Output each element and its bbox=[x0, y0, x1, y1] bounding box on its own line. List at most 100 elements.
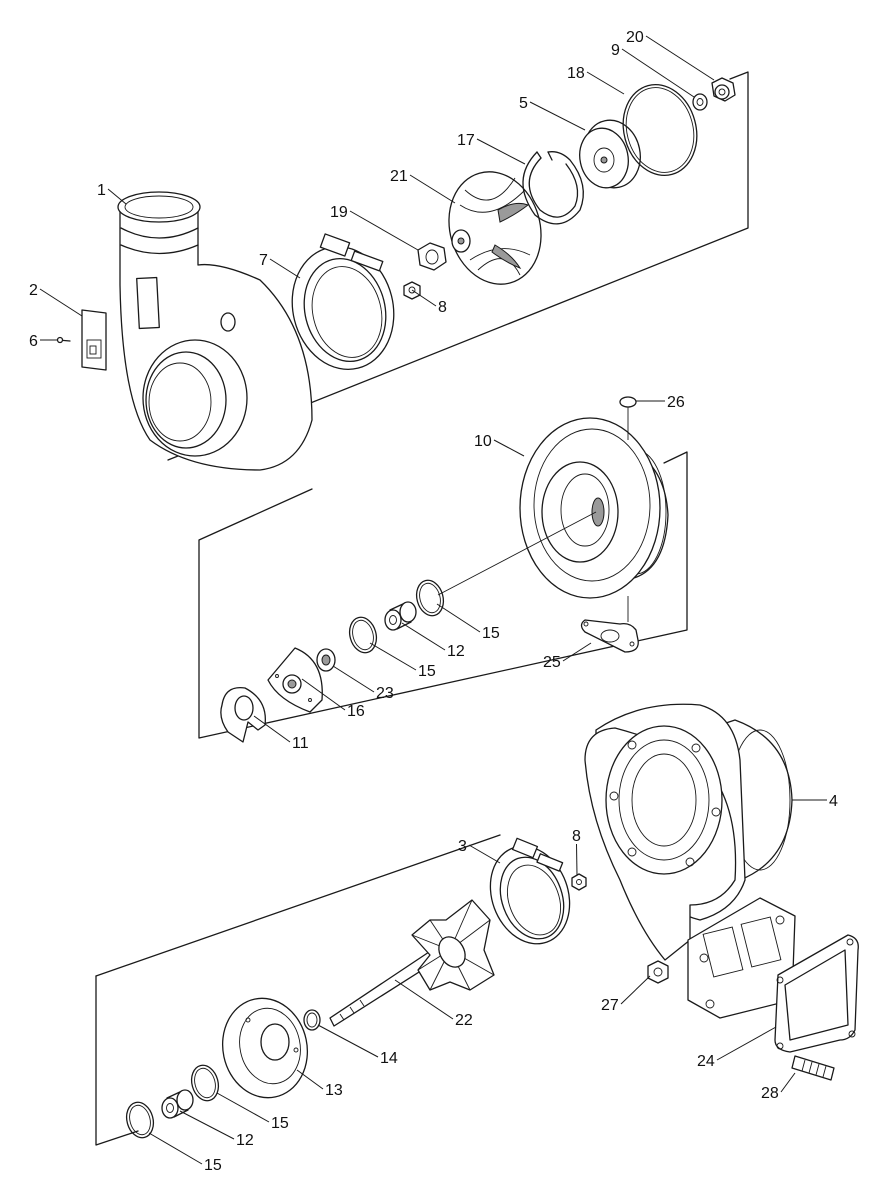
turbine-nut bbox=[647, 960, 669, 984]
callout-label-28: 28 bbox=[761, 1085, 779, 1102]
compressor-housing bbox=[117, 191, 313, 471]
callout-label-24: 24 bbox=[697, 1053, 715, 1070]
callout-leader-7 bbox=[269, 258, 301, 279]
callout-label-13: 13 bbox=[325, 1082, 343, 1099]
callout-label-12: 12 bbox=[447, 643, 465, 660]
callout-label-26: 26 bbox=[667, 394, 685, 411]
group-frame-compressor bbox=[167, 71, 749, 461]
callout-leader-11 bbox=[253, 715, 291, 743]
callout-leader-8 bbox=[576, 843, 578, 876]
callout-leader-2 bbox=[39, 288, 83, 317]
group-frame-turbine bbox=[95, 834, 501, 1146]
group-frame-bearing-housing bbox=[198, 451, 688, 739]
callout-label-20: 20 bbox=[626, 29, 644, 46]
turbine-seal-plate bbox=[221, 997, 309, 1099]
clamp-nut-lower bbox=[571, 873, 587, 891]
piston-ring bbox=[303, 1009, 321, 1031]
callout-leader-9 bbox=[621, 48, 695, 98]
callout-label-23: 23 bbox=[376, 685, 394, 702]
callout-label-7: 7 bbox=[259, 252, 268, 269]
callout-label-8: 8 bbox=[572, 828, 581, 845]
snap-ring-large bbox=[522, 151, 584, 225]
callout-label-2: 2 bbox=[29, 282, 38, 299]
callout-leader-23 bbox=[332, 665, 375, 693]
turbine-v-band-clamp bbox=[489, 837, 571, 945]
callout-label-15: 15 bbox=[482, 625, 500, 642]
callout-leader-10 bbox=[493, 439, 525, 457]
nameplate bbox=[81, 309, 107, 371]
callout-layer: 1267198211751892026101512251523161143827… bbox=[29, 29, 838, 1174]
assembly-axis-line bbox=[437, 511, 597, 596]
thrust-bearing bbox=[267, 647, 323, 713]
callout-leader-20 bbox=[645, 35, 715, 81]
callout-leader-3 bbox=[468, 844, 501, 864]
callout-leader-15 bbox=[369, 642, 417, 671]
callout-label-15: 15 bbox=[204, 1157, 222, 1174]
snap-ring-lower-b bbox=[125, 1101, 155, 1139]
turbine-wheel-shaft bbox=[329, 899, 495, 1027]
callout-label-9: 9 bbox=[611, 42, 620, 59]
callout-label-17: 17 bbox=[457, 132, 475, 149]
exhaust-gasket bbox=[774, 934, 859, 1053]
snap-ring-middle bbox=[348, 616, 378, 654]
callout-label-25: 25 bbox=[543, 654, 561, 671]
callout-label-6: 6 bbox=[29, 333, 38, 350]
callout-label-15: 15 bbox=[418, 663, 436, 680]
callout-label-15: 15 bbox=[271, 1115, 289, 1132]
callout-leader-27 bbox=[620, 975, 651, 1005]
oil-drain-gasket bbox=[580, 596, 639, 653]
callout-leader-12 bbox=[401, 622, 446, 651]
callout-label-16: 16 bbox=[347, 703, 365, 720]
callout-leader-15 bbox=[148, 1132, 203, 1165]
plug bbox=[711, 77, 736, 102]
journal-bearing-lower bbox=[161, 1089, 194, 1119]
callout-leader-25 bbox=[562, 642, 592, 662]
callout-leader-21 bbox=[409, 174, 456, 204]
bearing-housing bbox=[519, 417, 669, 599]
callout-label-10: 10 bbox=[474, 433, 492, 450]
callout-label-1: 1 bbox=[97, 182, 106, 199]
callout-label-12: 12 bbox=[236, 1132, 254, 1149]
journal-bearing-upper bbox=[384, 601, 417, 631]
callout-leader-5 bbox=[529, 101, 586, 131]
oil-deflector bbox=[220, 686, 266, 743]
callout-leader-13 bbox=[296, 1069, 324, 1090]
callout-label-5: 5 bbox=[519, 95, 528, 112]
callout-leader-19 bbox=[349, 210, 419, 251]
compressor-seal-insert bbox=[579, 119, 641, 189]
callout-leader-15 bbox=[436, 603, 481, 633]
o-ring-large bbox=[622, 83, 698, 177]
callout-label-22: 22 bbox=[455, 1012, 473, 1029]
callout-label-19: 19 bbox=[330, 204, 348, 221]
callout-label-27: 27 bbox=[601, 997, 619, 1014]
callout-label-11: 11 bbox=[292, 735, 309, 752]
callout-label-3: 3 bbox=[458, 838, 467, 855]
stud bbox=[791, 1055, 835, 1081]
callout-label-8: 8 bbox=[438, 299, 447, 316]
callout-label-18: 18 bbox=[567, 65, 585, 82]
compressor-v-band-clamp bbox=[291, 233, 395, 371]
compressor-wheel bbox=[448, 171, 542, 285]
callout-label-4: 4 bbox=[829, 793, 838, 810]
washer-small bbox=[692, 93, 708, 111]
o-ring-small bbox=[619, 396, 637, 440]
callout-leader-8 bbox=[411, 289, 437, 307]
snap-ring-lower-a bbox=[190, 1064, 220, 1102]
callout-label-21: 21 bbox=[390, 168, 408, 185]
thrust-collar bbox=[316, 648, 336, 672]
callout-leader-15 bbox=[216, 1092, 270, 1123]
callout-label-14: 14 bbox=[380, 1050, 398, 1067]
callout-leader-14 bbox=[317, 1024, 379, 1058]
callout-leader-12 bbox=[179, 1110, 235, 1140]
nameplate-screw bbox=[56, 336, 71, 344]
callout-leader-28 bbox=[780, 1072, 796, 1093]
callout-leader-24 bbox=[716, 1026, 777, 1061]
snap-ring-upper bbox=[415, 579, 445, 617]
callout-leader-18 bbox=[586, 71, 625, 95]
shaft-nut bbox=[417, 242, 447, 271]
turbine-housing bbox=[584, 703, 796, 1019]
callout-leader-22 bbox=[394, 979, 454, 1020]
callout-leader-1 bbox=[107, 188, 127, 205]
